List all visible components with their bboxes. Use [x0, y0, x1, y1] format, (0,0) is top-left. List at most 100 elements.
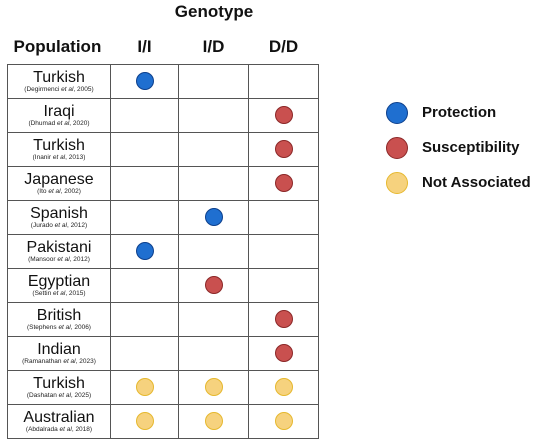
population-reference: (Ramanathan et al, 2023) [22, 358, 96, 366]
population-cell: Turkish(Inanir et al, 2013) [7, 132, 111, 167]
genotype-cell-id [178, 404, 249, 439]
legend-marker [386, 172, 408, 194]
not-associated-marker [274, 412, 293, 431]
table-row: Iraqi(Dhumad et al, 2020) [7, 98, 319, 133]
population-reference: (Abdalrada et al, 2018) [25, 426, 93, 434]
table-row: Pakistani(Mansoor et al, 2012) [7, 234, 319, 269]
table-row: Turkish(Inanir et al, 2013) [7, 132, 319, 167]
genotype-cell-id [178, 370, 249, 405]
genotype-cell-ii [110, 132, 179, 167]
genotype-cell-ii [110, 370, 179, 405]
genotype-cell-dd [248, 336, 319, 371]
genotype-cell-id [178, 336, 249, 371]
population-reference: (Mansoor et al, 2012) [28, 256, 90, 264]
genotype-cell-dd [248, 166, 319, 201]
genotype-cell-dd [248, 132, 319, 167]
population-name: Australian [23, 409, 95, 427]
population-reference: (Jurado et al, 2012) [30, 222, 88, 230]
legend-label: Not Associated [422, 174, 531, 191]
population-cell: Iraqi(Dhumad et al, 2020) [7, 98, 111, 133]
not-associated-marker [135, 378, 154, 397]
genotype-column-header-ii: I/I [137, 37, 152, 56]
population-name: Turkish [33, 137, 85, 155]
genotype-cell-dd [248, 370, 319, 405]
table-row: British(Stephens et al, 2006) [7, 302, 319, 337]
genotype-cell-id [178, 200, 249, 235]
population-name: Turkish [33, 69, 85, 87]
population-name: Egyptian [27, 273, 91, 291]
susceptibility-marker [274, 174, 293, 193]
genotype-cell-id [178, 98, 249, 133]
not-associated-marker [135, 412, 154, 431]
genotype-cell-id [178, 64, 249, 99]
genotype-column-header-dd: D/D [268, 37, 299, 56]
population-reference: (Ito et al, 2002) [37, 188, 81, 196]
susceptibility-marker [204, 276, 223, 295]
not-associated-marker [204, 412, 223, 431]
genotype-cell-dd [248, 234, 319, 269]
population-reference: (Settin et al, 2015) [32, 290, 86, 298]
population-name: British [36, 307, 82, 325]
population-cell: Turkish(Dashatan et al, 2025) [7, 370, 111, 405]
population-reference: (Stephens et al, 2006) [27, 324, 91, 332]
susceptibility-marker [274, 344, 293, 363]
legend-label: Susceptibility [422, 139, 520, 156]
population-column-header: Population [13, 37, 102, 56]
genotype-column-header-id: I/D [202, 37, 225, 56]
population-cell: Australian(Abdalrada et al, 2018) [7, 404, 111, 439]
genotype-cell-ii [110, 302, 179, 337]
table-row: Indian(Ramanathan et al, 2023) [7, 336, 319, 371]
population-name: Spanish [30, 205, 88, 223]
table-row: Australian(Abdalrada et al, 2018) [7, 404, 319, 439]
table-header-row: Population I/I I/D D/D [8, 30, 319, 65]
legend-marker [386, 102, 408, 124]
population-cell: Spanish(Jurado et al, 2012) [7, 200, 111, 235]
population-cell: Japanese(Ito et al, 2002) [7, 166, 111, 201]
genotype-cell-ii [110, 336, 179, 371]
population-reference: (Dhumad et al, 2020) [28, 120, 90, 128]
genotype-cell-ii [110, 200, 179, 235]
genotype-title: Genotype [174, 2, 254, 21]
genotype-cell-dd [248, 302, 319, 337]
table-row: Spanish(Jurado et al, 2012) [7, 200, 319, 235]
genotype-cell-id [178, 166, 249, 201]
table-row: Turkish(Degirmenci et al, 2005) [7, 64, 319, 99]
genotype-cell-ii [110, 64, 179, 99]
genotype-cell-dd [248, 200, 319, 235]
population-reference: (Dashatan et al, 2025) [26, 392, 92, 400]
population-reference: (Degirmenci et al, 2005) [24, 86, 94, 94]
susceptibility-marker [274, 310, 293, 329]
table-row: Turkish(Dashatan et al, 2025) [7, 370, 319, 405]
genotype-cell-id [178, 132, 249, 167]
genotype-cell-dd [248, 98, 319, 133]
population-cell: British(Stephens et al, 2006) [7, 302, 111, 337]
population-name: Turkish [33, 375, 85, 393]
genotype-cell-dd [248, 268, 319, 303]
genotype-cell-id [178, 234, 249, 269]
legend-marker [386, 137, 408, 159]
protection-marker [135, 242, 154, 261]
genotype-cell-dd [248, 64, 319, 99]
susceptibility-marker [274, 140, 293, 159]
not-associated-marker [274, 378, 293, 397]
population-cell: Egyptian(Settin et al, 2015) [7, 268, 111, 303]
table-row: Japanese(Ito et al, 2002) [7, 166, 319, 201]
susceptibility-marker [274, 106, 293, 125]
protection-marker [135, 72, 154, 91]
population-name: Indian [37, 341, 81, 359]
not-associated-marker [204, 378, 223, 397]
population-name: Japanese [24, 171, 94, 189]
population-cell: Turkish(Degirmenci et al, 2005) [7, 64, 111, 99]
genotype-cell-ii [110, 234, 179, 269]
population-name: Pakistani [26, 239, 92, 257]
population-cell: Pakistani(Mansoor et al, 2012) [7, 234, 111, 269]
population-name: Iraqi [43, 103, 75, 121]
population-cell: Indian(Ramanathan et al, 2023) [7, 336, 111, 371]
protection-marker [204, 208, 223, 227]
genotype-cell-ii [110, 166, 179, 201]
genotype-cell-ii [110, 98, 179, 133]
genotype-association-table: Population I/I I/D D/D Turkish(Degirmenc… [7, 30, 319, 439]
population-reference: (Inanir et al, 2013) [32, 154, 86, 162]
genotype-cell-id [178, 302, 249, 337]
genotype-cell-ii [110, 404, 179, 439]
